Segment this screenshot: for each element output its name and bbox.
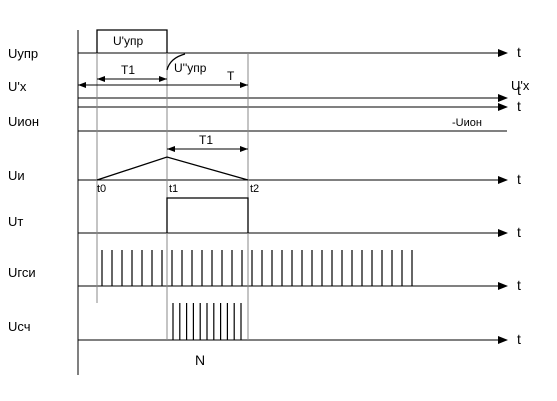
label-u-upr-prime: U'упр: [113, 34, 143, 48]
t-label-ux-ref: t: [517, 98, 521, 114]
t-label-ui: t: [517, 171, 521, 187]
ut-pulse: [166, 197, 249, 233]
label-ut: Uт: [8, 214, 23, 229]
u-upr-double-curve: [166, 53, 186, 71]
label-uupr: Uупр: [8, 46, 38, 61]
uupr-pulse: [96, 29, 168, 53]
usch-pulse-train: [172, 303, 242, 340]
label-ui: Uи: [8, 168, 25, 183]
label-t1-upper: T1: [121, 63, 135, 77]
uion-right-label: -Uион: [452, 117, 482, 129]
label-ugsi: Uгси: [8, 265, 36, 280]
label-t: T: [227, 69, 235, 83]
label-u-upr-double: U''упр: [174, 61, 207, 75]
label-ux: U'x: [8, 79, 27, 94]
label-t1-lower: T1: [199, 133, 213, 147]
t-label-ux: t: [517, 82, 521, 98]
label-uion: Uион: [8, 114, 39, 129]
t-label-usch: t: [517, 331, 521, 347]
label-n: N: [195, 352, 205, 368]
ui-ramp: [96, 156, 249, 181]
label-usch: Uсч: [8, 319, 31, 334]
label-t0: t0: [97, 183, 106, 195]
ux-right-label: U'x: [511, 78, 530, 93]
t-label-ut: t: [517, 224, 521, 240]
label-t1: t1: [169, 183, 178, 195]
ugsi-pulse-train: [101, 250, 413, 286]
t-label-ugsi: t: [517, 277, 521, 293]
t-label-uupr: t: [517, 44, 521, 60]
label-t2: t2: [250, 183, 259, 195]
